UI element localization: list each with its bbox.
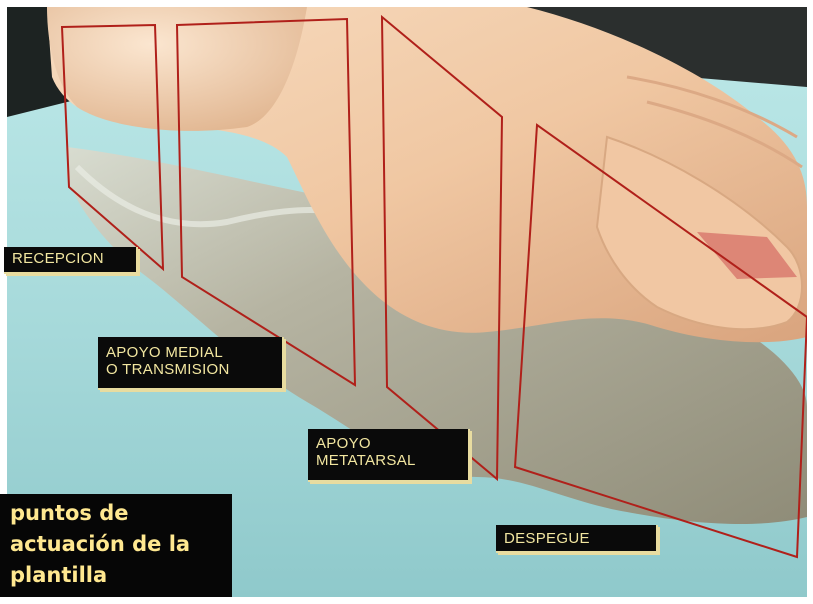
label-despegue: DESPEGUE (496, 525, 658, 553)
label-apoyo-medial: APOYO MEDIAL O TRANSMISION (98, 337, 284, 390)
label-recepcion: RECEPCION (4, 247, 138, 274)
label-apoyo-metatarsal-line-2: METATARSAL (316, 452, 460, 469)
caption-box: puntos de actuación de la plantilla (0, 494, 232, 597)
label-apoyo-medial-line-2: O TRANSMISION (106, 361, 274, 378)
caption-line-3: plantilla (10, 560, 232, 591)
caption-line-2: actuación de la (10, 529, 232, 560)
label-apoyo-metatarsal: APOYO METATARSAL (308, 429, 470, 482)
caption-line-1: puntos de (10, 498, 232, 529)
label-apoyo-metatarsal-line-1: APOYO (316, 435, 460, 452)
label-apoyo-medial-line-1: APOYO MEDIAL (106, 344, 274, 361)
label-recepcion-text: RECEPCION (12, 250, 128, 267)
label-despegue-text: DESPEGUE (504, 530, 648, 547)
